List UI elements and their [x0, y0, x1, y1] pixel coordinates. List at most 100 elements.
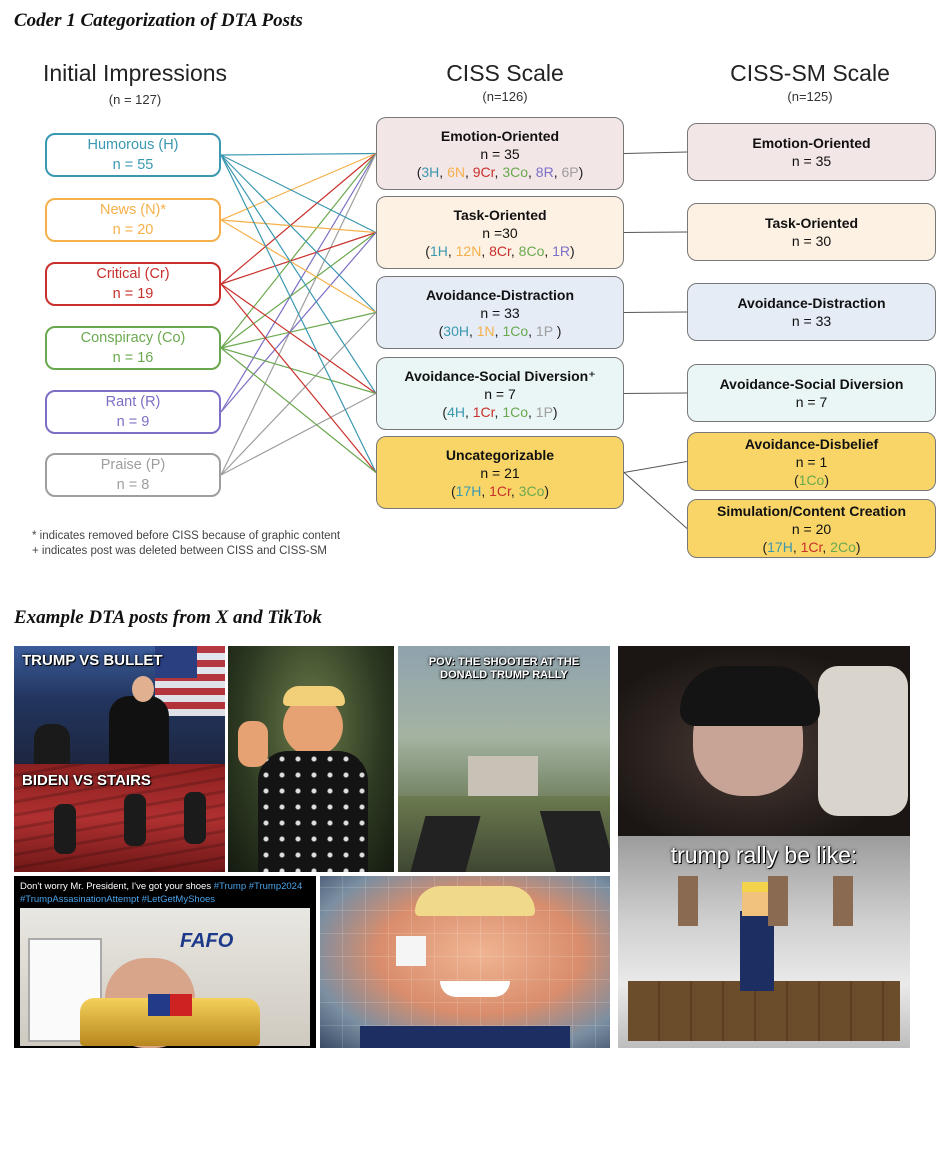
diagram-title: Coder 1 Categorization of DTA Posts [14, 10, 303, 31]
connector-ciss-to-ciss-sm [623, 231, 688, 233]
ciss-node-breakdown: (1H, 12N, 8Cr, 8Co, 1R) [425, 242, 575, 259]
breakdown-item: 8Co [518, 242, 545, 259]
biden-vs-stairs-image: BIDEN VS STAIRS [14, 764, 225, 872]
ciss-sm-node-label: Simulation/Content Creation [717, 502, 906, 519]
tweet-hashtags-2: #TrumpAssasinationAttempt #LetGetMyShoes [20, 894, 216, 905]
ciss-node-label: Task-Oriented [453, 206, 547, 223]
initial-node-n: News (N)*n = 20 [45, 198, 221, 242]
ciss-sm-node-breakdown: (17H, 1Cr, 2Co) [762, 538, 861, 555]
connector-r-to-ciss [220, 232, 377, 413]
ciss-node-count: n = 35 [480, 145, 520, 162]
connector-lines [220, 151, 688, 529]
breakdown-item: 3H [421, 163, 440, 180]
initial-node-label: Humorous (H) [87, 137, 179, 153]
ciss-sm-node-label: Avoidance-Social Diversion [719, 376, 904, 392]
connector-co-to-ciss [220, 347, 377, 473]
connector-h-to-ciss [220, 154, 377, 473]
breakdown-item: 12N [455, 242, 482, 259]
ciss-sm-node-count: n = 20 [791, 520, 832, 537]
breakdown-item: 1Cr [472, 403, 495, 420]
breakdown-item: 1R [552, 242, 571, 259]
connector-p-to-ciss [220, 392, 377, 476]
ciss-node-breakdown: (4H, 1Cr, 1Co, 1P) [442, 403, 558, 420]
connector-co-to-ciss [220, 232, 377, 349]
breakdown-item: 30H [443, 322, 469, 339]
breakdown-item: 8Cr [489, 242, 511, 259]
connector-ciss-to-ciss-sm [623, 461, 688, 473]
breakdown-item: 3Co [518, 482, 545, 499]
ciss-node-label: Avoidance-Social Diversion⁺ [404, 367, 596, 384]
fafo-sign: FAFO [180, 930, 234, 952]
connector-co-to-ciss [220, 311, 377, 349]
initial-impressions-count: (n = 127) [108, 92, 162, 107]
breakdown-item: 1Cr [489, 482, 511, 499]
connector-h-to-ciss [220, 154, 377, 313]
initial-node-count: n = 16 [112, 350, 154, 366]
initial-node-count: n = 8 [116, 477, 150, 493]
trump-rally-caption: trump rally be like: [670, 842, 858, 868]
connector-cr-to-ciss [220, 231, 377, 285]
ciss-sm-node-label: Task-Oriented [764, 215, 859, 231]
breakdown-item: 1N [476, 322, 495, 339]
breakdown-item: 1H [429, 242, 448, 259]
breakdown-item: 9Cr [472, 163, 495, 180]
ciss-node-breakdown: (17H, 1Cr, 3Co) [450, 482, 550, 499]
connector-cr-to-ciss [220, 153, 377, 285]
breakdown-item: 4H [447, 403, 465, 420]
ciss-sm-node-count: n = 35 [791, 153, 832, 169]
tweet-hashtags: #Trump #Trump2024 [213, 881, 303, 892]
tweet-text: Don't worry Mr. President, I've got your… [20, 881, 214, 892]
initial-node-label: Praise (P) [100, 457, 166, 473]
connector-n-to-ciss [220, 152, 377, 221]
breakdown-item: 6P [561, 163, 579, 180]
trump-vs-bullet-caption: TRUMP VS BULLET [22, 652, 163, 669]
connector-h-to-ciss [220, 154, 377, 234]
note-deleted: + indicates post was deleted between CIS… [32, 545, 328, 557]
ciss-sm-scale-count: (n=125) [787, 89, 833, 104]
pov-caption: POV: THE SHOOTER AT THE DONALD TRUMP RAL… [428, 656, 580, 681]
initial-node-label: Rant (R) [105, 394, 161, 410]
initial-node-co: Conspiracy (Co) n = 16 [45, 326, 221, 370]
biden-vs-stairs-caption: BIDEN VS STAIRS [22, 772, 151, 789]
breakdown-item: 1Co [502, 322, 529, 339]
ciss-sm-node-label: Emotion-Oriented [752, 135, 871, 151]
ciss-sm-node-count: n = 30 [791, 233, 832, 249]
initial-node-label: Critical (Cr) [96, 266, 170, 282]
ciss-sm-node-count: n = 33 [791, 313, 832, 329]
connector-ciss-to-ciss-sm [623, 392, 688, 394]
connector-r-to-ciss [220, 153, 377, 413]
breakdown-item: 2Co [830, 538, 856, 555]
ciss-node-count: n = 33 [480, 304, 520, 321]
connector-p-to-ciss [220, 312, 377, 476]
connector-co-to-ciss [220, 153, 377, 349]
breakdown-item: 3Co [502, 163, 529, 180]
ciss-sm-node-breakdown: (1Co) [793, 471, 830, 488]
initial-node-label: Conspiracy (Co) [80, 330, 186, 346]
shoes-tweet-image: Don't worry Mr. President, I've got your… [14, 876, 316, 1048]
connector-ciss-to-ciss-sm [623, 311, 688, 313]
ciss-node-label: Avoidance-Distraction [425, 286, 575, 303]
connector-cr-to-ciss [220, 283, 377, 394]
ciss-node-count: n = 21 [480, 464, 520, 481]
ciss-sm-node-count: n = 1 [795, 453, 828, 470]
ciss-node-breakdown: (3H, 6N, 9Cr, 3Co, 8R, 6P) [416, 163, 584, 180]
initial-node-r: Rant (R)n = 9 [45, 390, 221, 434]
initial-node-count: n = 19 [112, 286, 154, 302]
examples-title: Example DTA posts from X and TikTok [14, 607, 322, 628]
ciss-node-count: n =30 [482, 224, 518, 241]
tiktok-minecraft-image: trump rally be like: [618, 646, 910, 1048]
initial-node-cr: Critical (Cr) n = 19 [45, 262, 221, 306]
note-removed: * indicates removed before CISS because … [32, 530, 341, 542]
connector-h-to-ciss [220, 154, 377, 394]
ciss-sm-node: Emotion-Oriented n = 35 [687, 123, 936, 181]
initial-node-count: n = 55 [112, 157, 154, 173]
connector-cr-to-ciss [220, 283, 377, 473]
breakdown-item: 6N [447, 163, 465, 180]
ciss-node-label: Emotion-Oriented [440, 127, 560, 144]
